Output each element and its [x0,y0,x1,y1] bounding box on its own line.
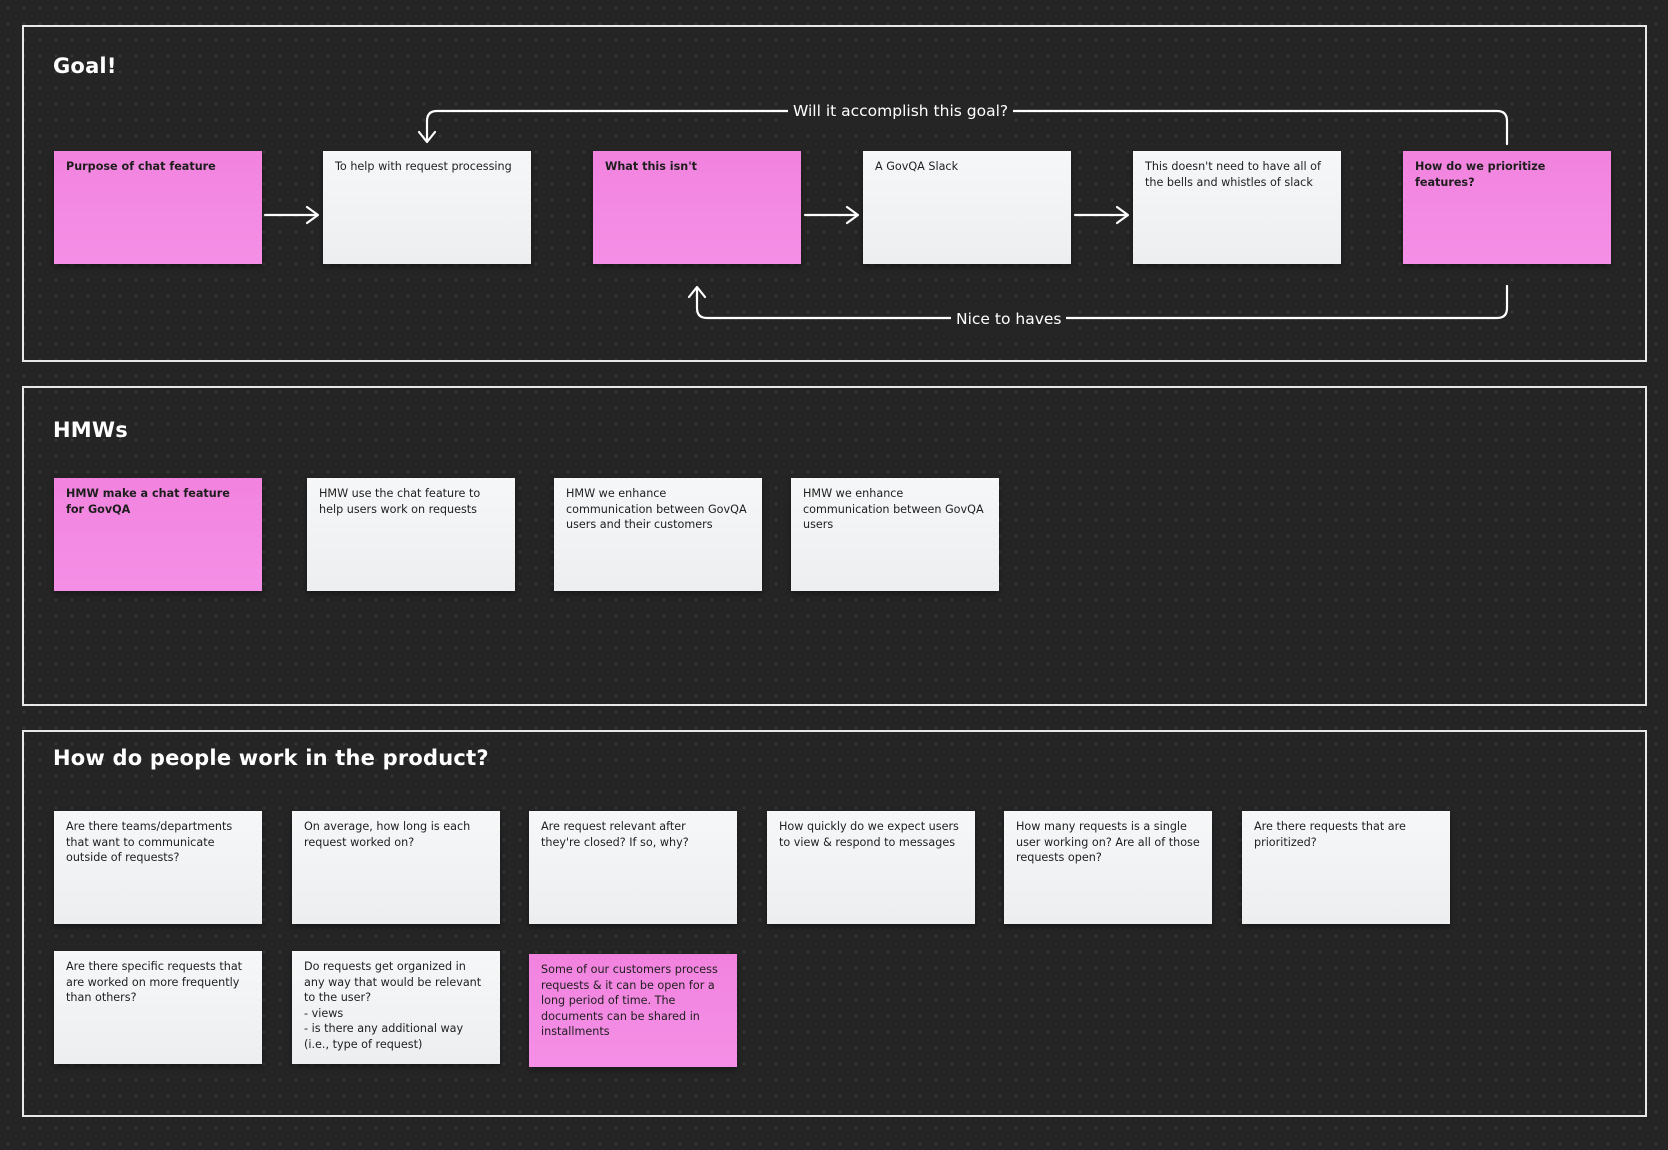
sticky-requests-organized[interactable]: Do requests get organized in any way tha… [292,951,500,1064]
sticky-govqa-slack[interactable]: A GovQA Slack [863,151,1071,264]
sticky-hmw-make-chat[interactable]: HMW make a chat feature for GovQA [54,478,262,591]
sticky-requests-per-user[interactable]: How many requests is a single user worki… [1004,811,1212,924]
sticky-hmw-enhance-customers[interactable]: HMW we enhance communication between Gov… [554,478,762,591]
sticky-hmw-use-chat[interactable]: HMW use the chat feature to help users w… [307,478,515,591]
sticky-help-request-processing[interactable]: To help with request processing [323,151,531,264]
sticky-average-time[interactable]: On average, how long is each request wor… [292,811,500,924]
sticky-hmw-enhance-users[interactable]: HMW we enhance communication between Gov… [791,478,999,591]
sticky-specific-requests[interactable]: Are there specific requests that are wor… [54,951,262,1064]
sticky-teams-departments[interactable]: Are there teams/departments that want to… [54,811,262,924]
arrow-slack-to-bells-head [1115,205,1130,225]
sticky-long-period[interactable]: Some of our customers process requests &… [529,954,737,1067]
sticky-prioritize-features[interactable]: How do we prioritize features? [1403,151,1611,264]
goal-loop-label[interactable]: Will it accomplish this goal? [788,101,1014,121]
work-frame[interactable] [22,730,1647,1117]
arrow-whatisnt-to-slack-head [845,205,860,225]
work-frame-title: How do people work in the product? [53,746,489,770]
sticky-prioritized-requests[interactable]: Are there requests that are prioritized? [1242,811,1450,924]
sticky-what-this-isnt[interactable]: What this isn't [593,151,801,264]
sticky-purpose-of-chat[interactable]: Purpose of chat feature [54,151,262,264]
connector-goal-loop-head [417,130,437,144]
sticky-bells-and-whistles[interactable]: This doesn't need to have all of the bel… [1133,151,1341,264]
arrow-purpose-to-help-head [305,205,320,225]
sticky-respond-quickly[interactable]: How quickly do we expect users to view &… [767,811,975,924]
goal-frame-title: Goal! [53,54,117,78]
connector-nice-head [687,285,707,299]
nice-to-haves-label[interactable]: Nice to haves [951,309,1067,329]
hmws-frame-title: HMWs [53,418,128,442]
goal-frame[interactable] [22,25,1647,362]
connector-nice [695,284,1509,320]
sticky-relevant-after-closed[interactable]: Are request relevant after they're close… [529,811,737,924]
hmws-frame[interactable] [22,386,1647,706]
